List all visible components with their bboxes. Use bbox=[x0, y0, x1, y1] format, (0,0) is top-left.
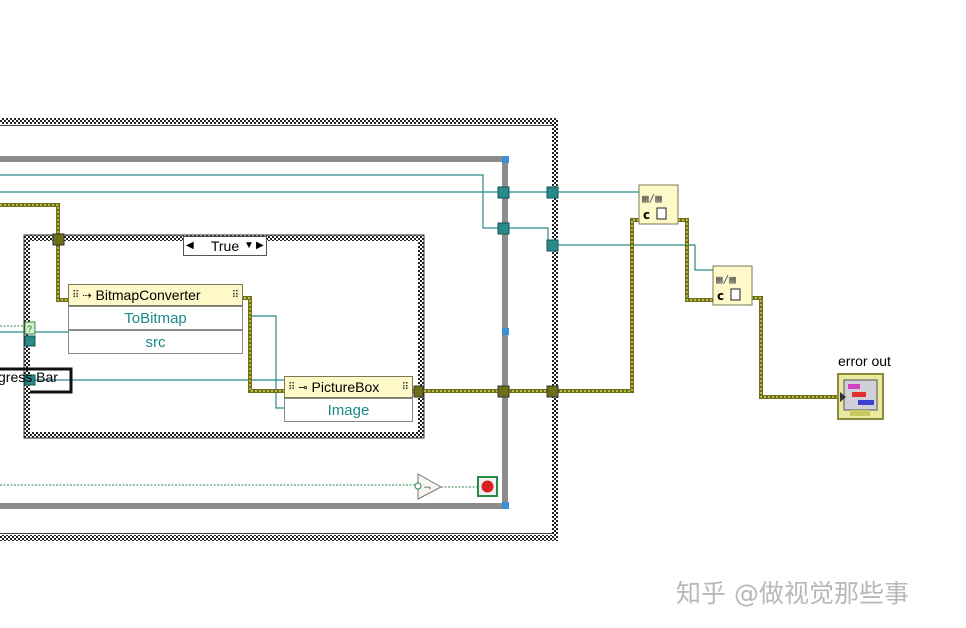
src-parameter[interactable]: src bbox=[68, 330, 243, 354]
tunnels[interactable]: ? bbox=[24, 186, 559, 398]
image-label: Image bbox=[327, 401, 370, 419]
stop-terminal-icon[interactable] bbox=[477, 476, 498, 497]
picturebox-title: PictureBox bbox=[311, 379, 380, 395]
bitmap-converter-node-header[interactable]: ⠿ ⇢ BitmapConverter ⠿ bbox=[68, 284, 243, 306]
close-reference-icon-2[interactable]: ▦/▦ c bbox=[712, 265, 753, 306]
node-ref-icon-right: ⠿ bbox=[401, 381, 409, 393]
refnum-wires bbox=[0, 174, 713, 409]
invoke-arrow-icon: ⇢ bbox=[82, 289, 92, 302]
node-ref-icon: ⠿ bbox=[72, 289, 80, 301]
error-out-label: error out bbox=[838, 353, 891, 369]
svg-text:c: c bbox=[717, 289, 724, 303]
not-function-icon[interactable]: ¬ bbox=[414, 473, 443, 500]
property-arrow-icon: ⊸ bbox=[298, 381, 308, 394]
outer-structure-frame[interactable] bbox=[0, 118, 558, 541]
decrement-arrow-icon[interactable]: ◀ bbox=[186, 240, 194, 251]
to-bitmap-method[interactable]: ToBitmap bbox=[68, 306, 243, 330]
to-bitmap-label: ToBitmap bbox=[124, 309, 187, 327]
picturebox-node-header[interactable]: ⠿ ⊸ PictureBox ⠿ bbox=[284, 376, 413, 398]
node-ref-icon-right: ⠿ bbox=[231, 289, 239, 301]
while-loop-frame[interactable] bbox=[0, 156, 509, 509]
dropdown-arrow-icon[interactable]: ▼ bbox=[244, 240, 254, 251]
close-reference-icon[interactable]: ▦/▦ c bbox=[638, 184, 679, 225]
svg-text:▦/▦: ▦/▦ bbox=[642, 192, 662, 205]
error-cluster-indicator-icon[interactable] bbox=[837, 373, 884, 420]
image-property[interactable]: Image bbox=[284, 398, 413, 422]
progress-bar-label: gress Bar bbox=[0, 369, 58, 385]
case-selector-label: True bbox=[210, 238, 240, 254]
increment-arrow-icon[interactable]: ▶ bbox=[256, 240, 264, 251]
svg-text:c: c bbox=[643, 208, 650, 222]
case-selector[interactable]: ◀ True ▼ ▶ bbox=[183, 236, 267, 256]
progress-bar-terminal[interactable] bbox=[0, 367, 73, 394]
src-label: src bbox=[145, 333, 166, 351]
svg-text:?: ? bbox=[27, 324, 32, 334]
svg-text:▦/▦: ▦/▦ bbox=[716, 273, 736, 286]
watermark: 知乎 @做视觉那些事 bbox=[676, 579, 909, 608]
boolean-wire bbox=[0, 325, 478, 488]
node-ref-icon: ⠿ bbox=[288, 381, 296, 393]
svg-text:¬: ¬ bbox=[423, 483, 431, 494]
bitmap-converter-title: BitmapConverter bbox=[95, 287, 201, 303]
